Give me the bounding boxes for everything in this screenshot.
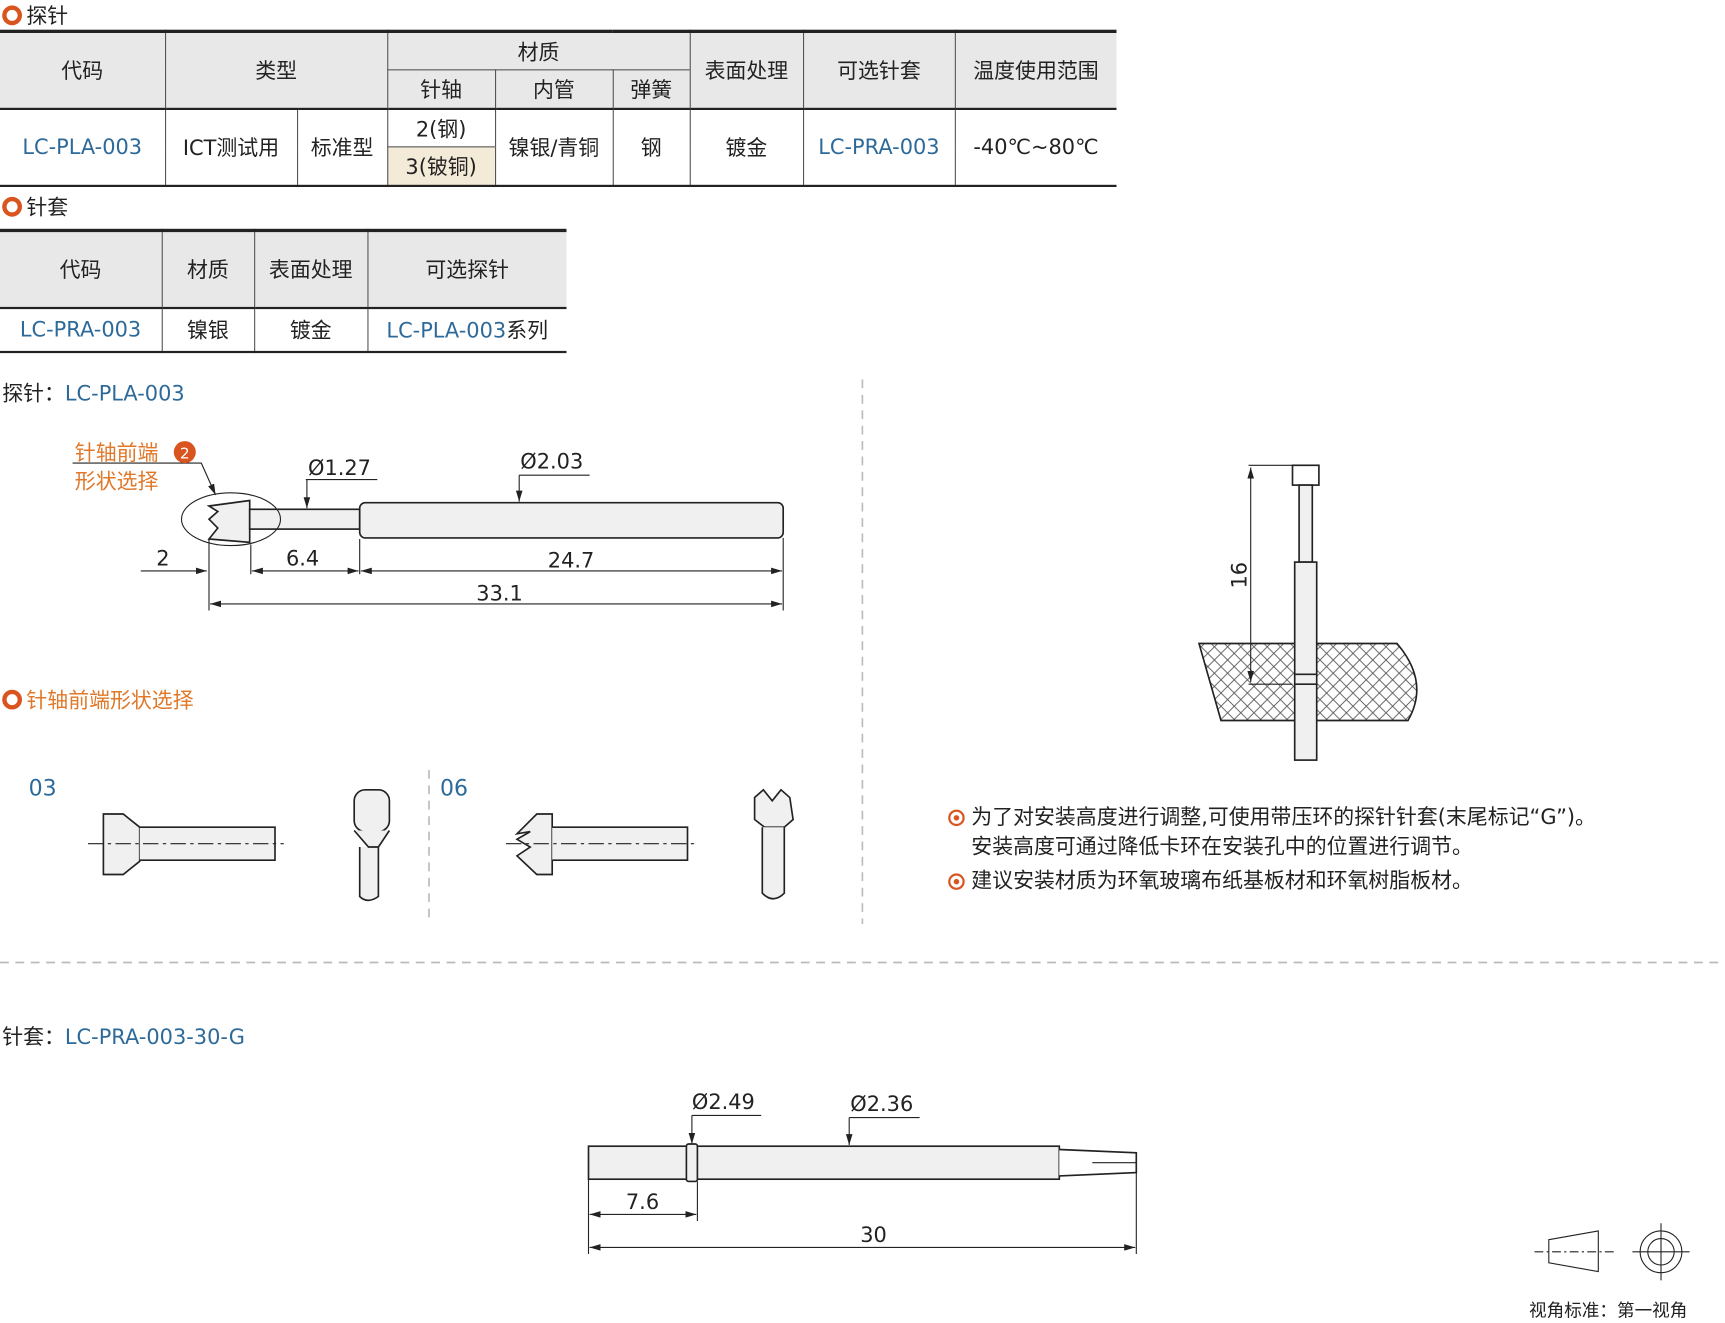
- header-tube: 内管: [494, 69, 613, 109]
- projection-label: 视角标准：第一视角: [1529, 1302, 1687, 1322]
- probe-drawing: 针轴前端 2 形状选择 Ø1.27 Ø2.03 2 6.4 24.7 33.1: [72, 441, 785, 611]
- sleeve-drawing-title: 针套：LC-PRA-003-30-G: [2, 1025, 245, 1050]
- probe-drawing-title: 探针：LC-PLA-003: [2, 381, 185, 406]
- ring-bullet-icon: [2, 689, 22, 709]
- spring-material: 钢: [612, 107, 690, 186]
- sleeve-code-link[interactable]: LC-PRA-003: [802, 107, 955, 186]
- install-drawing: 16: [1197, 464, 1418, 761]
- header-type: 类型: [164, 31, 388, 109]
- note-2: 建议安装材质为环氧玻璃布纸基板材和环氧树脂板材。: [948, 867, 1596, 897]
- dim-install-height: 16: [1227, 562, 1251, 589]
- dim-d1: Ø1.27: [308, 456, 371, 480]
- svg-text:2: 2: [180, 445, 190, 463]
- sleeve-drawing: Ø2.49 Ø2.36 7.6 30: [587, 1090, 1138, 1255]
- tube-material: 镍银/青铜: [494, 107, 613, 186]
- bullet-icon: [948, 873, 965, 890]
- note-1: 为了对安装高度进行调整,可使用带压环的探针针套(末尾标记“G”)。安装高度可通过…: [948, 803, 1596, 862]
- tip-option-03: 03: [29, 776, 391, 902]
- shaft-option-2: 2(钢): [386, 107, 496, 148]
- dim-d1: Ø2.49: [692, 1090, 755, 1114]
- header-spring: 弹簧: [612, 69, 690, 109]
- ring-bullet-icon: [2, 4, 22, 25]
- header-material: 材质: [161, 230, 255, 308]
- surface-value: 镀金: [253, 306, 368, 352]
- sleeve-spec-table: 代码 材质 表面处理 可选探针 LC-PRA-003 镍银 镀金 LC-PLA-…: [0, 228, 567, 353]
- header-material: 材质: [386, 31, 690, 71]
- notes: 为了对安装高度进行调整,可使用带压环的探针针套(末尾标记“G”)。安装高度可通过…: [948, 803, 1596, 897]
- dim-d2: Ø2.36: [850, 1092, 913, 1116]
- header-surface: 表面处理: [689, 31, 804, 109]
- header-surface: 表面处理: [253, 230, 368, 308]
- callout-label-2: 形状选择: [75, 469, 159, 493]
- svg-text:06: 06: [440, 776, 468, 801]
- probe-code-link[interactable]: LC-PLA-003: [0, 107, 165, 186]
- probe-section-title: 探针: [2, 0, 68, 30]
- header-probe: 可选探针: [366, 230, 567, 308]
- header-sleeve: 可选针套: [802, 31, 955, 109]
- svg-text:03: 03: [29, 776, 57, 801]
- dim-l2: 30: [860, 1223, 887, 1247]
- header-shaft: 针轴: [386, 69, 496, 109]
- dim-l1: 2: [156, 546, 169, 570]
- sleeve-section-title: 针套: [2, 191, 68, 221]
- probe-spec-table: 代码 类型 材质 表面处理 可选针套 温度使用范围 针轴 内管 弹簧 LC-PL…: [0, 29, 1117, 187]
- bullet-icon: [948, 809, 965, 827]
- probe-code-link[interactable]: LC-PLA-003: [386, 319, 507, 344]
- tip-option-06: 06: [440, 776, 794, 900]
- probe-option: LC-PLA-003系列: [366, 306, 567, 352]
- temp-value: -40℃~80℃: [954, 107, 1117, 186]
- header-temp: 温度使用范围: [954, 31, 1117, 109]
- header-code: 代码: [0, 230, 162, 308]
- callout-number-badge: [173, 441, 196, 464]
- first-angle-projection-icon: 视角标准：第一视角: [1529, 1223, 1690, 1322]
- ring-bullet-icon: [2, 196, 22, 217]
- surface-value: 镀金: [689, 107, 804, 186]
- shaft-option-3: 3(铍铜): [386, 146, 496, 186]
- dim-l3: 24.7: [548, 549, 595, 573]
- tip-section-title: 针轴前端形状选择: [2, 684, 194, 714]
- callout-label-1: 针轴前端: [75, 441, 159, 465]
- dim-l1: 7.6: [626, 1190, 659, 1214]
- dim-l2: 6.4: [286, 546, 319, 570]
- header-code: 代码: [0, 31, 165, 109]
- dim-l4: 33.1: [476, 582, 523, 606]
- sleeve-code-link[interactable]: LC-PRA-003: [0, 306, 162, 352]
- type-ict: ICT测试用: [164, 107, 297, 186]
- type-standard: 标准型: [296, 107, 388, 186]
- dim-d2: Ø2.03: [520, 450, 583, 474]
- material-value: 镍银: [161, 306, 255, 352]
